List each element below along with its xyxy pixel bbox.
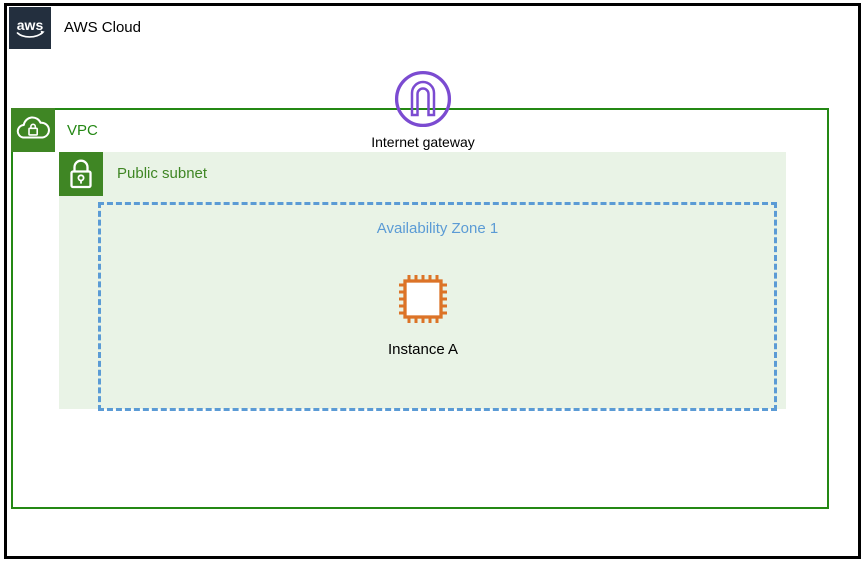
internet-gateway-label: Internet gateway bbox=[371, 134, 475, 150]
instance-icon bbox=[394, 270, 452, 328]
aws-cloud-container bbox=[4, 3, 861, 559]
instance-label: Instance A bbox=[387, 341, 459, 358]
vpc-label: VPC bbox=[67, 122, 98, 139]
aws-logo-text: aws bbox=[17, 17, 44, 33]
availability-zone-label: Availability Zone 1 bbox=[376, 220, 499, 237]
vpc-icon bbox=[11, 108, 55, 152]
internet-gateway-icon bbox=[391, 67, 455, 131]
public-subnet-label: Public subnet bbox=[117, 165, 208, 182]
public-subnet-icon bbox=[59, 152, 103, 196]
vpc-container bbox=[11, 108, 829, 509]
aws-cloud-label: AWS Cloud bbox=[64, 19, 141, 36]
availability-zone-container bbox=[98, 202, 777, 411]
aws-logo-icon: aws bbox=[9, 7, 51, 49]
